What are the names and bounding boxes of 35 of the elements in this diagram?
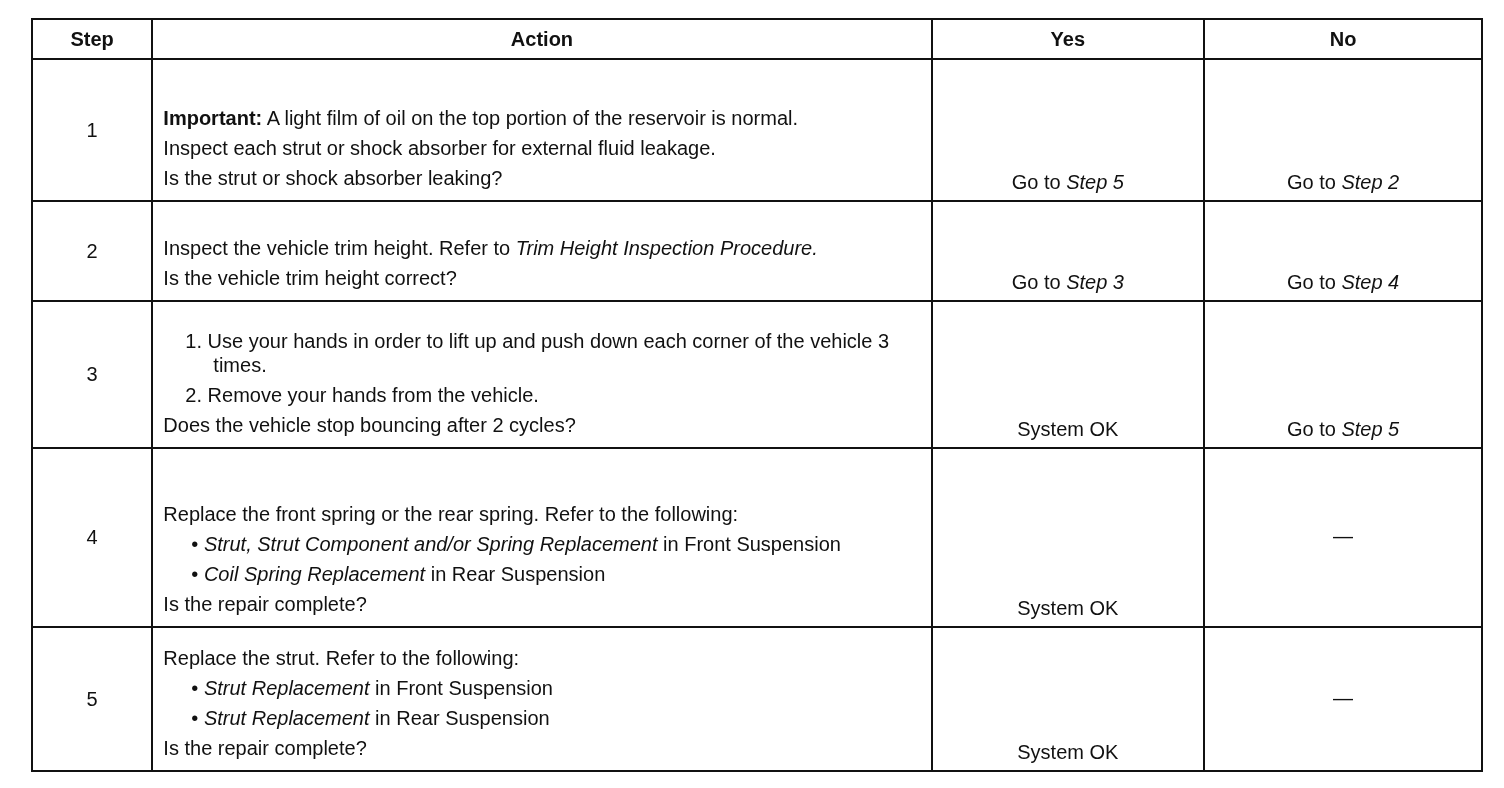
step-number: 4	[86, 526, 98, 548]
instruction-text: Replace the front spring or the rear spring. Refer to the following:	[163, 502, 740, 526]
answer-text: Go to Step 3	[1010, 271, 1125, 294]
bullet-item: • Coil Spring Replacement in Rear Suspension	[190, 562, 607, 586]
answer-text: —	[1332, 686, 1355, 710]
step-number: 1	[86, 118, 98, 141]
column-header: Action	[510, 27, 574, 50]
column-header: Step	[70, 27, 114, 50]
step-number: 3	[86, 363, 98, 385]
bullet-item: • Strut Replacement in Rear Suspension	[190, 706, 551, 730]
instruction-text: Is the repair complete?	[163, 592, 368, 616]
bullet-item: • Strut Replacement in Front Suspension	[190, 676, 554, 700]
instruction-text: Inspect each strut or shock absorber for external fluid leakage.	[163, 136, 717, 160]
column-header: Yes	[1050, 27, 1086, 50]
instruction-text: Is the vehicle trim height correct?	[163, 266, 458, 290]
step-number: 5	[86, 687, 98, 710]
instruction-text: Is the repair complete?	[163, 736, 368, 760]
numbered-step-text: 2. Remove your hands from the vehicle.	[184, 383, 540, 407]
instruction-text: Important: A light film of oil on the top portion of the reservoir is normal.	[163, 106, 800, 130]
answer-text: Go to Step 2	[1285, 171, 1401, 194]
step-number: 2	[86, 239, 98, 262]
bullet-item: • Strut, Strut Component and/or Spring Replacement in Front Suspension	[190, 532, 842, 556]
instruction-text: Is the strut or shock absorber leaking?	[163, 166, 504, 190]
instruction-text: Inspect the vehicle trim height. Refer to Trim Height Inspection Procedure.	[163, 236, 819, 260]
answer-text: Go to Step 5	[1010, 171, 1125, 194]
column-header: No	[1329, 27, 1357, 50]
answer-text: System OK	[1016, 418, 1120, 441]
answer-text: System OK	[1016, 597, 1120, 620]
numbered-step-text: 1. Use your hands in order to lift up and push down each corner of the vehicle 3 times.	[184, 329, 891, 377]
answer-text: Go to Step 4	[1285, 271, 1401, 294]
answer-text: —	[1332, 525, 1355, 548]
instruction-text: Does the vehicle stop bouncing after 2 cycles?	[163, 413, 577, 437]
answer-text: System OK	[1016, 741, 1120, 764]
answer-text: Go to Step 5	[1285, 418, 1401, 441]
instruction-text: Replace the strut. Refer to the following:	[163, 646, 521, 670]
